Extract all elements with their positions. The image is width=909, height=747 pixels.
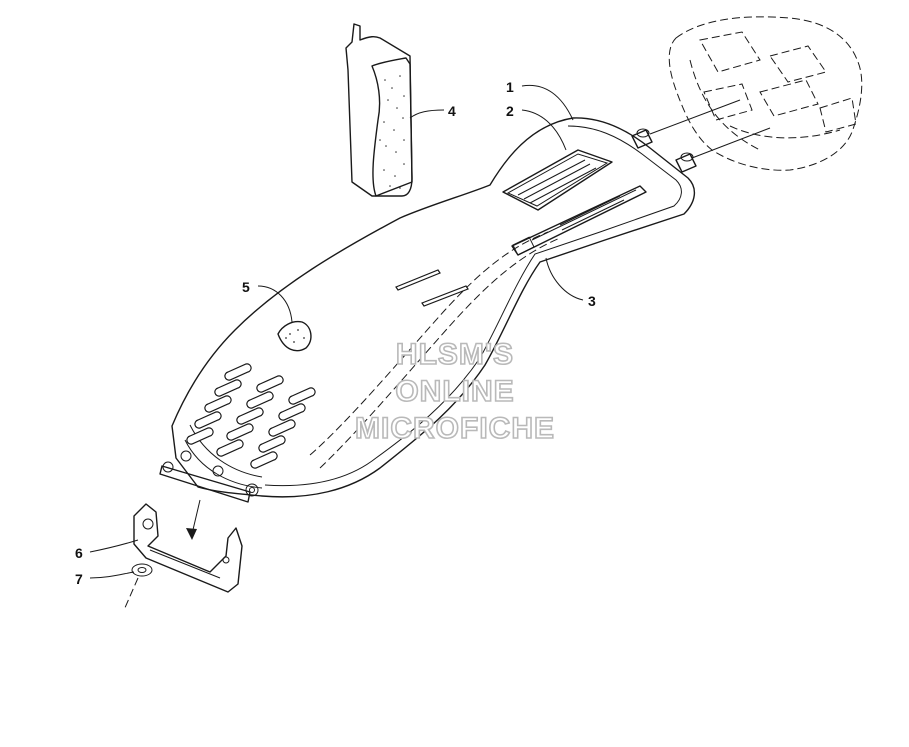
callout-7: 7 [75,571,83,587]
watermark-line-3: MICROFICHE [355,412,555,445]
skid-plate [171,117,695,498]
foam-pad [345,23,413,197]
rear-bolts [631,99,771,173]
washer-screw [123,563,153,611]
callout-2: 2 [506,103,514,119]
stripe-decal [511,185,647,256]
decal-panel [502,149,613,211]
small-pad [277,320,312,352]
callout-3: 3 [588,293,596,309]
watermark-line-1: HLSM'S [396,338,514,371]
watermark: HLSM'S ONLINE MICROFICHE [354,337,555,446]
watermark-line-2: ONLINE [395,375,514,408]
callout-5: 5 [242,279,250,295]
assembly-arrow [186,499,201,540]
front-hinge [159,450,259,503]
callout-6: 6 [75,545,83,561]
leader-lines [89,84,584,579]
mid-slots [395,269,469,307]
front-bracket [133,503,243,593]
callout-1: 1 [506,79,514,95]
vent-slots [186,363,316,469]
callout-numbers: 1 2 3 4 5 6 7 [75,79,596,587]
engine-mount-outline [668,16,863,171]
callout-4: 4 [448,103,456,119]
